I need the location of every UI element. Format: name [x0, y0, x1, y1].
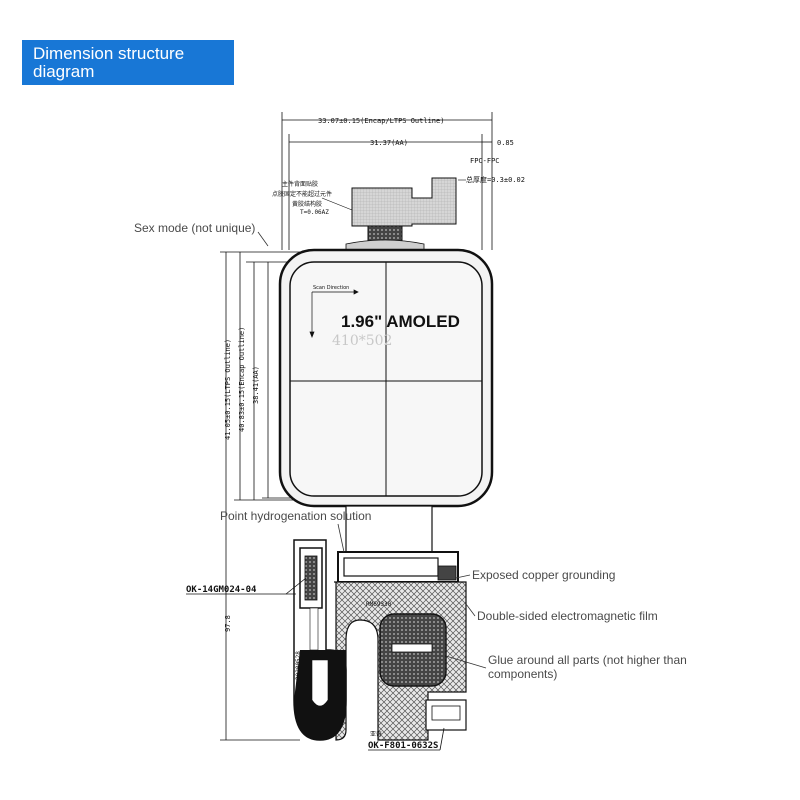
encap-height-dimension: 40.83±0.15(Encap Outline) — [238, 327, 246, 432]
svg-text:主件背面贴胶: 主件背面贴胶 — [282, 180, 318, 188]
scan-direction-label: Scan Direction — [313, 285, 349, 291]
flex-label: 20200528 — [295, 651, 302, 680]
scan-direction-arrow-icon — [309, 289, 359, 338]
svg-text:点胶固定不能超过元件: 点胶固定不能超过元件 — [272, 190, 332, 198]
annotation-glue-line-1: Glue around all parts (not higher than — [488, 653, 687, 667]
bottom-connector-cn: 亚奇 — [370, 730, 382, 738]
svg-text:黄胶结构胶: 黄胶结构胶 — [292, 200, 322, 208]
title-line-1: Dimension structure — [33, 44, 185, 63]
left-connector-tail — [293, 539, 347, 741]
aa-height-dimension: 38.41(AA) — [252, 366, 260, 404]
total-height-dimension: 97.8 — [224, 615, 232, 632]
annotation-double-sided-film: Double-sided electromagnetic film — [477, 609, 658, 623]
bottom-connector-part-number: OK-F801-0632S — [368, 741, 438, 751]
annotation-glue-line-2: components) — [488, 667, 557, 681]
fpc-label: FPC-FPC — [470, 157, 500, 165]
top-fpc — [345, 177, 457, 253]
annotation-exposed-copper: Exposed copper grounding — [472, 568, 615, 582]
bottom-flex — [334, 505, 467, 741]
top-dimension-lines — [281, 112, 493, 250]
amoled-panel — [278, 248, 494, 508]
screen-size-label: 1.96" AMOLED — [341, 312, 460, 331]
ic-label: RM69330 — [366, 601, 392, 608]
aa-width-dimension: 31.37(AA) — [370, 139, 408, 147]
svg-text:T=0.06AZ: T=0.06AZ — [300, 209, 329, 216]
outline-height-dimension: 41.05±0.15(LTPS Outline) — [224, 339, 232, 440]
annotation-sex-mode: Sex mode (not unique) — [134, 221, 255, 235]
annotation-point-hydrogenation: Point hydrogenation solution — [220, 509, 371, 523]
resolution-label: 410*502 — [332, 333, 392, 349]
left-connector-part-number: OK-14GM024-04 — [186, 585, 257, 595]
top-width-dimension: 33.07±0.15(Encap/LTPS Outline) — [318, 117, 444, 125]
right-offset-dimension: 0.85 — [497, 139, 514, 147]
fpc-thickness-dimension: 总厚度=0.3±0.02 — [466, 175, 525, 184]
title-line-2: diagram — [33, 62, 95, 81]
title-banner: Dimension structure diagram — [22, 40, 234, 85]
fpc-note: 主件背面贴胶 点胶固定不能超过元件 黄胶结构胶 T=0.06AZ — [272, 180, 332, 216]
